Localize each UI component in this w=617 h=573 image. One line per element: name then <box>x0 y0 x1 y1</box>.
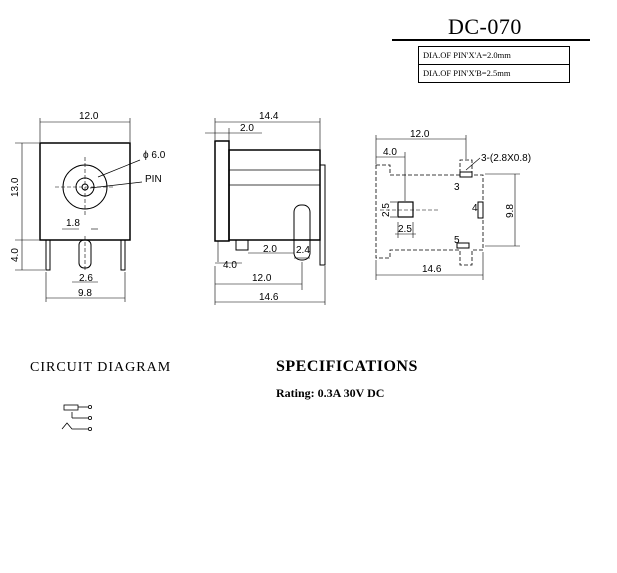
circuit-terminal-1 <box>88 404 93 409</box>
lead-length-dim: 4.0 <box>10 248 21 262</box>
hole-note-leader <box>465 157 481 171</box>
side-lead-width-dim: 2.4 <box>296 245 310 256</box>
front-lead-left <box>45 239 51 271</box>
circuit-symbol <box>61 404 93 431</box>
pcb-pad-size-dim: 2.5 <box>381 203 392 217</box>
pcb-span-dim: 12.0 <box>410 129 430 140</box>
side-view: 14.4 2.0 4.0 2.0 2.4 12.0 14.6 <box>205 111 326 305</box>
side-flange-dim: 2.0 <box>240 123 254 134</box>
front-lead-right <box>120 239 126 271</box>
hole-dia-label: ϕ 6.0 <box>143 150 166 161</box>
side-body-length-dim: 12.0 <box>252 273 272 284</box>
pcb-length-dim: 14.6 <box>422 264 442 275</box>
pcb-pad-offset-dim: 2.5 <box>398 224 412 235</box>
pcb-view: 3 4 5 12.0 4.0 3-(2.8X0.8) 2.5 2.5 <box>375 129 531 280</box>
pcb-center-pad <box>397 201 414 218</box>
side-rear-lead <box>319 164 326 266</box>
circuit-terminal-2 <box>88 415 93 420</box>
lead-span-dim: 9.8 <box>78 288 92 299</box>
pcb-slot-3 <box>459 171 473 178</box>
pin-number-5: 5 <box>454 235 460 246</box>
side-body <box>228 149 321 241</box>
side-flange <box>214 140 230 242</box>
circuit-diagram-heading: CIRCUIT DIAGRAM <box>30 360 172 375</box>
rating-text: Rating: 0.3A 30V DC <box>276 386 385 400</box>
part-number-title: DC-070 <box>448 14 522 39</box>
side-lead-offset-dim: 4.0 <box>223 260 237 271</box>
front-view: ϕ 6.0 PIN 12.0 13.0 4.0 1.8 <box>10 111 166 302</box>
pin-gap-dim: 1.8 <box>66 218 80 229</box>
pcb-slot-4 <box>477 201 484 219</box>
circuit-terminal-3 <box>88 426 93 431</box>
front-width-dim: 12.0 <box>79 111 99 122</box>
pin-number-3: 3 <box>454 182 460 193</box>
pcb-edge-dim: 4.0 <box>383 147 397 158</box>
pin-spec-table: DIA.OF PIN'X'A=2.0mm DIA.OF PIN'X'B=2.5m… <box>418 46 570 83</box>
pin-number-4: 4 <box>472 203 478 214</box>
side-lead-gap-dim: 2.0 <box>263 244 277 255</box>
circuit-spring-contact <box>61 422 88 430</box>
pcb-outline <box>375 159 484 266</box>
pin-label: PIN <box>145 174 162 185</box>
pin-leader <box>89 181 143 189</box>
front-height-dim: 13.0 <box>10 177 21 197</box>
pcb-row-span-dim: 9.8 <box>505 204 516 218</box>
side-front-lead <box>235 239 249 251</box>
pin-spacing-dim: 2.6 <box>79 273 93 284</box>
side-center-lead <box>293 204 311 261</box>
side-total-length-dim: 14.6 <box>259 292 279 303</box>
side-total-top-dim: 14.4 <box>259 111 279 122</box>
pin-spec-a: DIA.OF PIN'X'A=2.0mm <box>423 50 511 60</box>
hole-dia-leader <box>97 159 141 178</box>
pcb-hole-note: 3-(2.8X0.8) <box>481 153 531 164</box>
pin-spec-b: DIA.OF PIN'X'B=2.5mm <box>419 64 569 82</box>
circuit-plug-body <box>63 404 79 411</box>
specifications-heading: SPECIFICATIONS <box>276 358 418 375</box>
pcb-slot-5 <box>456 242 470 249</box>
